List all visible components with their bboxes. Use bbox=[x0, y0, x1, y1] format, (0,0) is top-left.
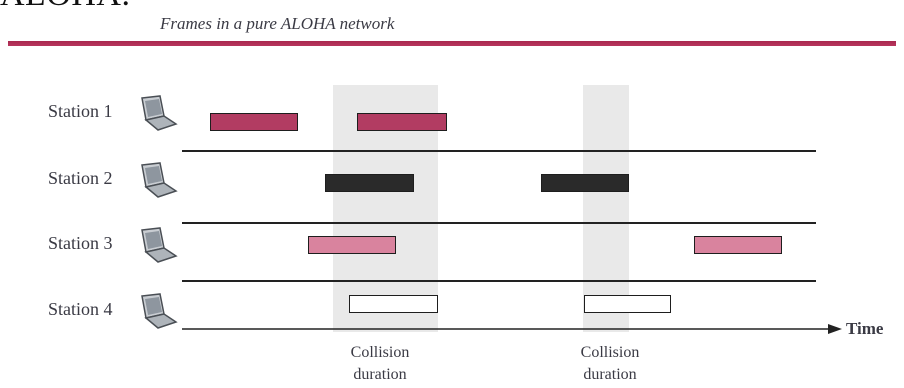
collision-label-line: Collision bbox=[350, 344, 410, 361]
laptop-icon bbox=[141, 162, 178, 198]
station-1-label: Station 1 bbox=[48, 101, 113, 121]
station-row-divider bbox=[182, 222, 816, 224]
station-3-frame bbox=[694, 236, 782, 254]
station-1-frame bbox=[210, 113, 298, 131]
station-1-frame bbox=[357, 113, 447, 131]
arrow-right-icon bbox=[828, 324, 842, 334]
station-2-frame bbox=[541, 174, 629, 192]
collision-label-line: duration bbox=[353, 366, 407, 383]
caption-rule bbox=[8, 41, 896, 46]
station-4-frame bbox=[584, 295, 671, 313]
laptop-icon bbox=[141, 95, 178, 131]
collision-label-line: duration bbox=[583, 366, 637, 383]
time-axis-label: Time bbox=[846, 319, 884, 338]
figure-caption: Frames in a pure ALOHA network bbox=[160, 14, 395, 33]
station-row-divider bbox=[182, 150, 816, 152]
page-heading: ALOHA. bbox=[0, 0, 130, 12]
time-axis-arrow bbox=[182, 324, 842, 334]
collision-region-2 bbox=[583, 85, 629, 332]
station-row-divider bbox=[182, 280, 816, 282]
station-3-label: Station 3 bbox=[48, 233, 113, 253]
station-4-frame bbox=[349, 295, 438, 313]
station-2-label: Station 2 bbox=[48, 168, 113, 188]
collision-label-line: Collision bbox=[580, 344, 640, 361]
collision-duration-label-2: Collision duration bbox=[555, 342, 665, 386]
collision-duration-label-1: Collision duration bbox=[325, 342, 435, 386]
station-2-frame bbox=[325, 174, 414, 192]
laptop-icon bbox=[141, 227, 178, 263]
laptop-icon bbox=[141, 293, 178, 329]
station-4-label: Station 4 bbox=[48, 299, 113, 319]
station-3-frame bbox=[308, 236, 396, 254]
